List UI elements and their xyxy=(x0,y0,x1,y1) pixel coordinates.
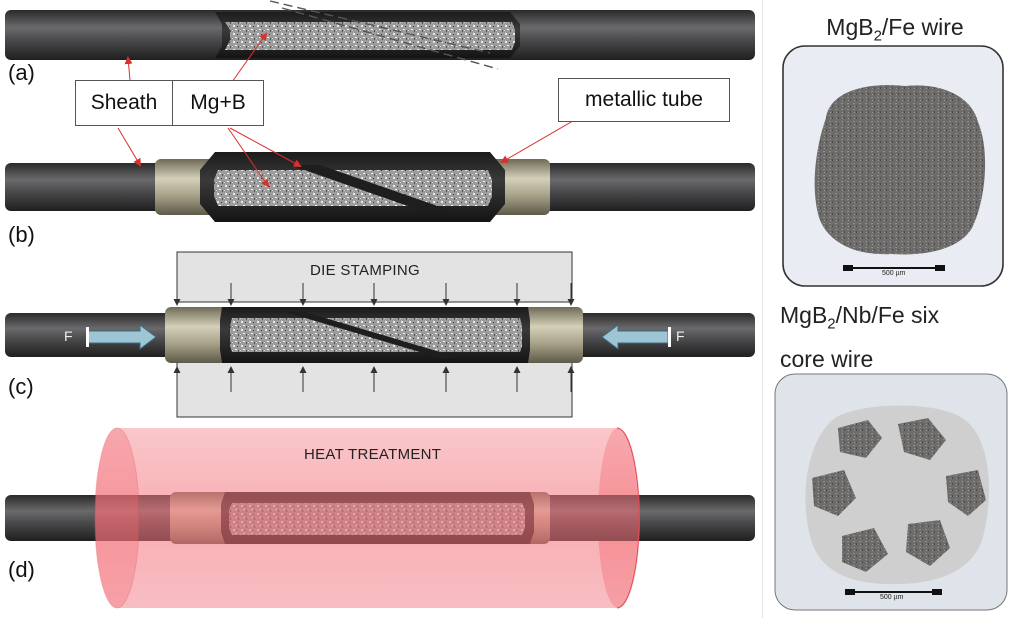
stage-a-wire xyxy=(5,0,755,70)
mg-b-powder-core xyxy=(214,170,492,206)
title-line2: core wire xyxy=(780,345,874,372)
arrow-mgb-b2 xyxy=(229,127,302,167)
scale-bar-tick xyxy=(843,265,853,271)
cut-line-upper xyxy=(269,0,491,54)
arrow-mgb-b1 xyxy=(227,127,270,188)
stage-label-a: (a) xyxy=(8,60,35,85)
mgb2-filament xyxy=(946,470,986,516)
mgb2-filament xyxy=(898,418,946,460)
title-main: MgB xyxy=(826,14,874,40)
stage-label-d: (d) xyxy=(8,557,35,582)
furnace-far-rim xyxy=(616,427,640,609)
stage-c-die-stamping xyxy=(5,251,755,418)
mgb2-filament xyxy=(842,528,888,572)
force-arrow-left-tail xyxy=(86,327,89,347)
arrow-mgb-a xyxy=(231,32,268,83)
panel-divider xyxy=(762,0,763,618)
helical-strip xyxy=(290,165,455,212)
micrograph-mgb2-fe xyxy=(782,45,1004,287)
title-sub: 2 xyxy=(827,315,836,333)
die-stamping-label: DIE STAMPING xyxy=(310,262,420,279)
force-arrow-right xyxy=(601,324,669,350)
scale-label-top: 500 µm xyxy=(882,270,906,277)
mgb2-filament xyxy=(906,520,950,566)
furnace-near-end xyxy=(94,427,140,609)
force-arrow-left xyxy=(87,324,157,350)
title-main: MgB xyxy=(780,302,828,328)
metallic-tube-callout: metallic tube xyxy=(558,78,730,122)
die-force-arrows-down xyxy=(173,283,575,306)
force-label-left: F xyxy=(64,328,73,344)
stage-b-wire xyxy=(5,152,755,222)
sheath-callout: Sheath xyxy=(75,80,173,126)
scale-bar-tick xyxy=(935,265,945,271)
micrograph-title-top: MgB2/Fe wire xyxy=(790,14,1000,45)
force-arrow-right-tail xyxy=(668,327,671,347)
arrow-sheath-a xyxy=(124,56,133,81)
furnace-cylinder xyxy=(95,428,640,608)
cut-line-lower xyxy=(281,7,499,70)
stage-d-heat-treatment xyxy=(5,427,755,609)
micrograph-mgb2-nb-fe-six-core xyxy=(774,373,1008,611)
stage-label-c: (c) xyxy=(8,374,34,399)
arrow-metallic-tube xyxy=(500,117,579,164)
heat-treatment-label: HEAT TREATMENT xyxy=(304,446,442,463)
micrograph-title-bottom: MgB2/Nb/Fe six core wire xyxy=(780,298,1020,376)
stage-label-b: (b) xyxy=(8,222,35,247)
scale-bar-tick xyxy=(845,589,855,595)
mgb2-filament xyxy=(838,420,882,458)
title-sub: 2 xyxy=(873,27,882,45)
mgb2-filament xyxy=(812,470,856,516)
mg-b-powder-core xyxy=(225,22,515,50)
title-rest: /Nb/Fe six xyxy=(835,302,940,328)
mg-b-callout: Mg+B xyxy=(172,80,264,126)
helical-strip xyxy=(285,312,460,358)
title-rest: /Fe wire xyxy=(881,14,964,40)
callout-arrows xyxy=(117,32,579,188)
force-label-right: F xyxy=(676,328,685,344)
die-force-arrows-up xyxy=(173,366,575,392)
scale-bar-tick xyxy=(932,589,942,595)
arrow-sheath-b xyxy=(117,127,142,167)
mgb2-core xyxy=(814,85,986,255)
scale-label-bottom: 500 µm xyxy=(880,594,904,601)
